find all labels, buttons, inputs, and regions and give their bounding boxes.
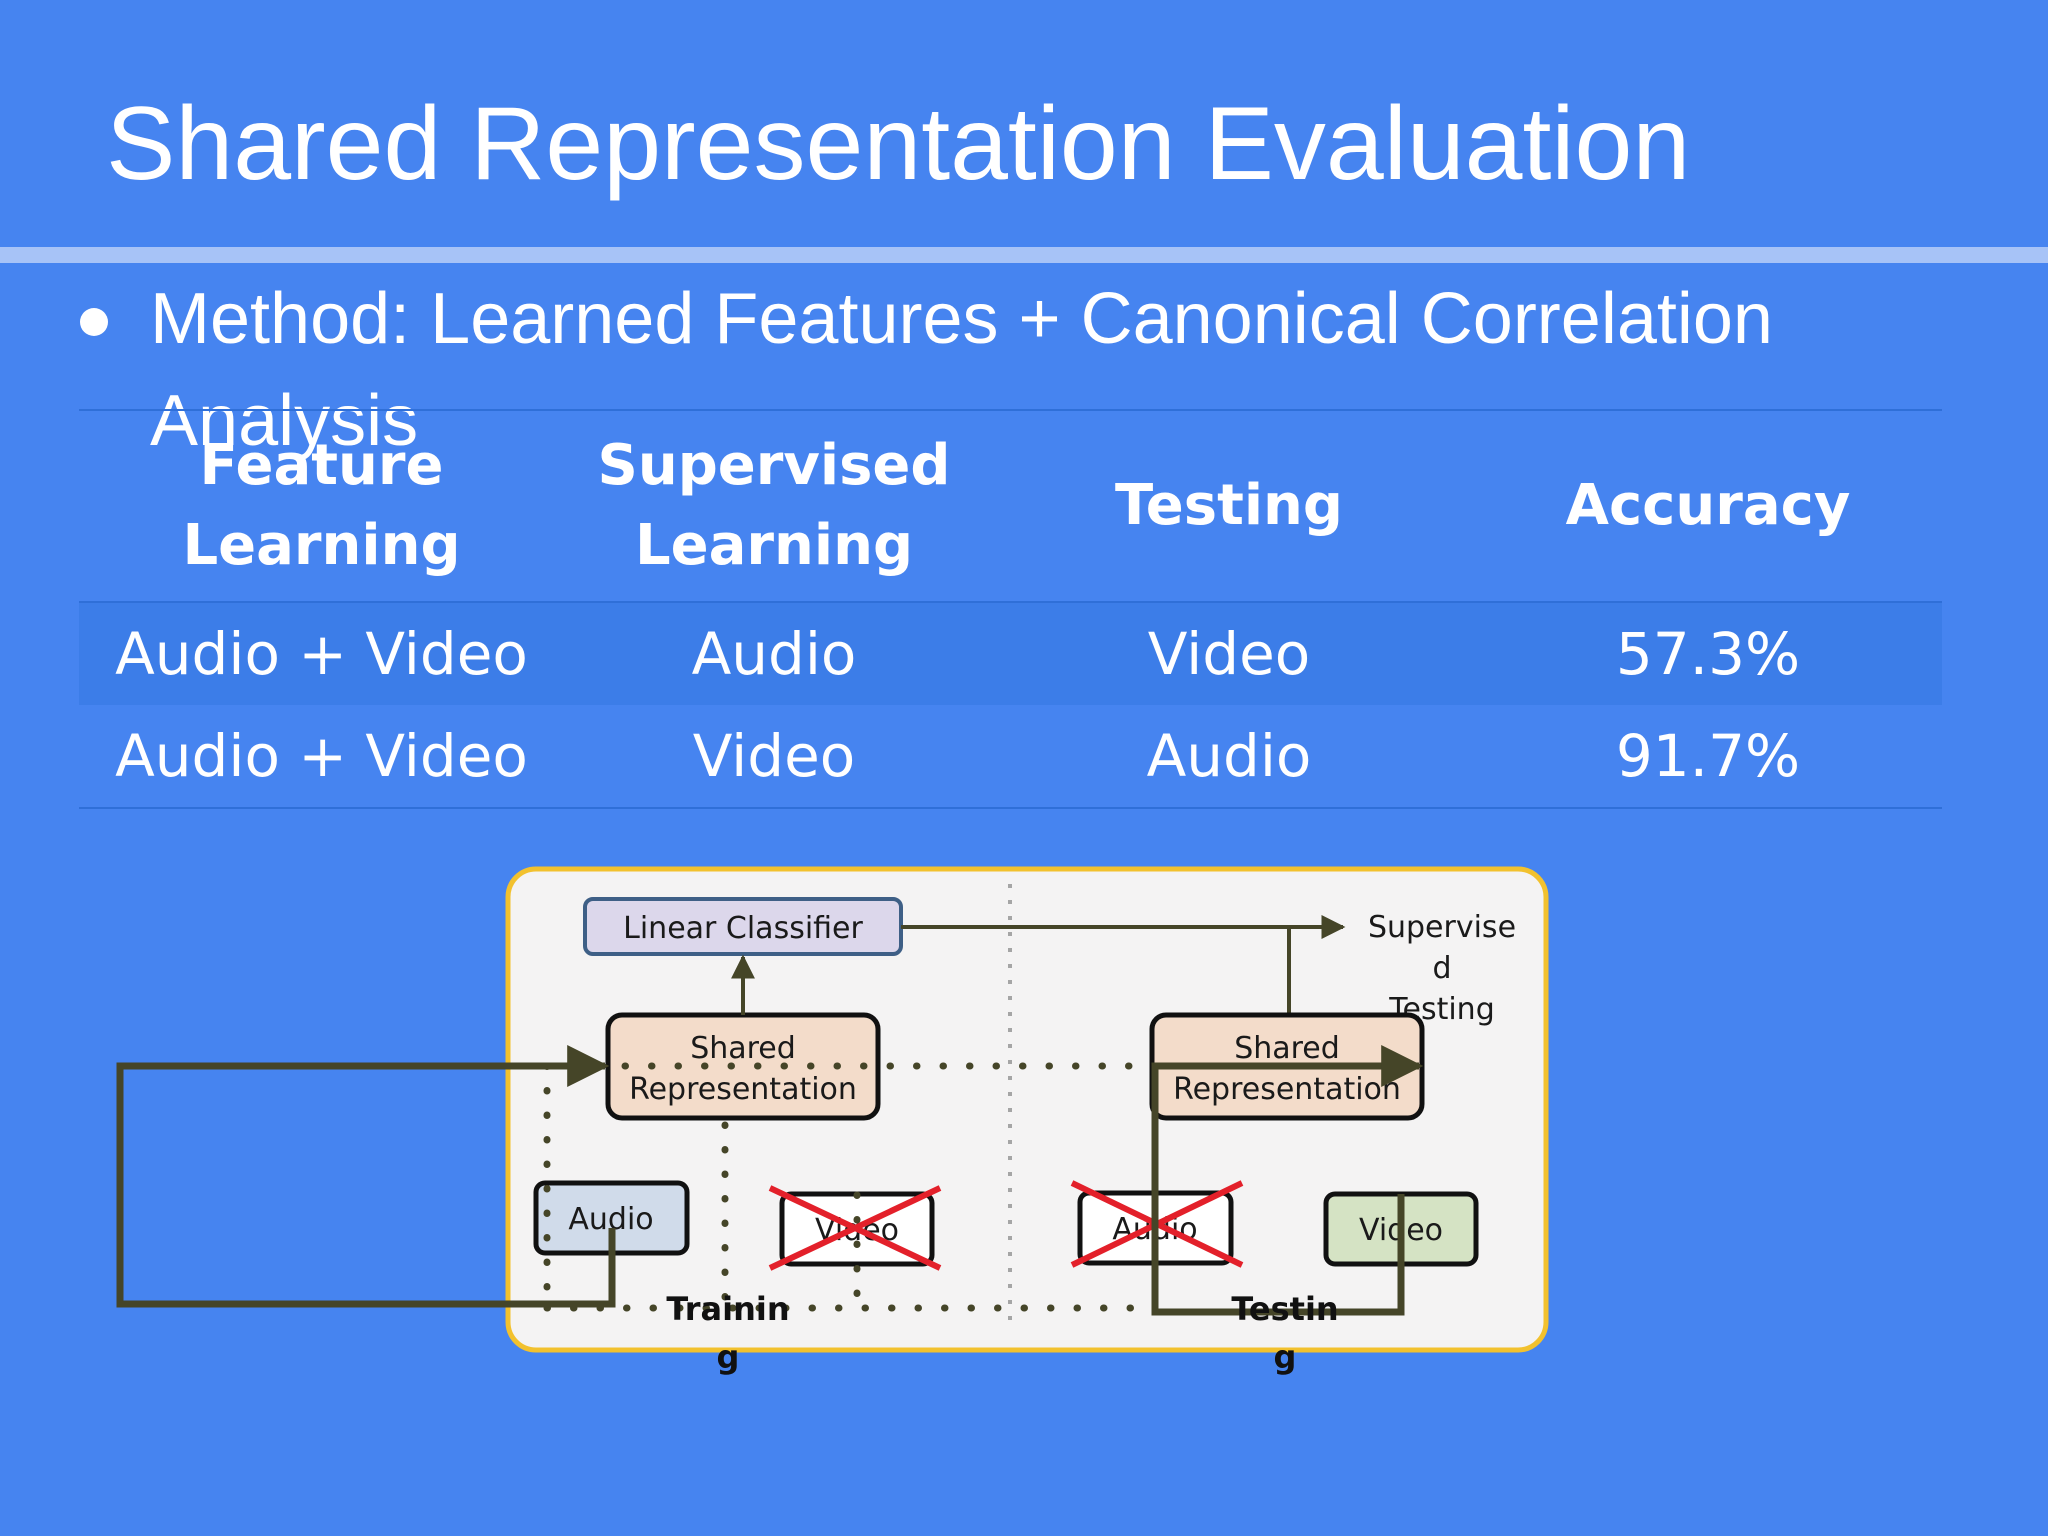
testing-shared-label-line2: Representation: [1173, 1072, 1401, 1107]
header-accuracy: Accuracy: [1474, 409, 1942, 603]
linear-classifier-label: Linear Classifier: [623, 911, 863, 946]
training-audio-connector: [116, 1045, 616, 1308]
cell-supervised: Audio: [564, 602, 984, 705]
header-testing: Testing: [984, 409, 1474, 603]
cell-accuracy: 91.7%: [1474, 705, 1942, 809]
cell-accuracy: 57.3%: [1474, 602, 1942, 705]
supervised-testing-label-line1: Supervise: [1368, 910, 1516, 945]
table-row: Audio + Video Audio Video 57.3%: [79, 602, 1942, 705]
cell-testing: Video: [984, 602, 1474, 705]
header-feature-learning: Feature Learning: [79, 409, 564, 603]
title-divider: [0, 247, 2048, 263]
cell-supervised: Video: [564, 705, 984, 809]
testing-label-line1: Testin: [1231, 1290, 1338, 1328]
table-header-row: Feature Learning Supervised Learning Tes…: [79, 409, 1942, 603]
testing-label-line2: g: [1274, 1338, 1297, 1376]
cell-feature-learning: Audio + Video: [79, 602, 564, 705]
supervised-testing-label-line2: d: [1432, 951, 1451, 986]
training-label-line2: g: [717, 1338, 740, 1376]
bullet-dot: [80, 308, 108, 336]
training-label-line1: Trainin: [666, 1290, 789, 1328]
slide-title: Shared Representation Evaluation: [106, 86, 1691, 202]
training-video-cross-icon: [768, 1185, 942, 1271]
testing-video-connector: [1151, 1045, 1424, 1316]
diagram-panel: [505, 866, 1549, 1353]
header-supervised-learning: Supervised Learning: [564, 409, 984, 603]
header-supervised-line1: Supervised: [597, 433, 951, 498]
table-row: Audio + Video Video Audio 91.7%: [79, 705, 1942, 809]
cell-feature-learning: Audio + Video: [79, 705, 564, 809]
results-table: Feature Learning Supervised Learning Tes…: [79, 409, 1942, 809]
testing-shared-label-line1: Shared: [1234, 1031, 1340, 1066]
training-shared-label-line2: Representation: [629, 1072, 857, 1107]
cell-testing: Audio: [984, 705, 1474, 809]
header-supervised-line2: Learning: [634, 513, 914, 578]
training-shared-label-line1: Shared: [690, 1031, 796, 1066]
